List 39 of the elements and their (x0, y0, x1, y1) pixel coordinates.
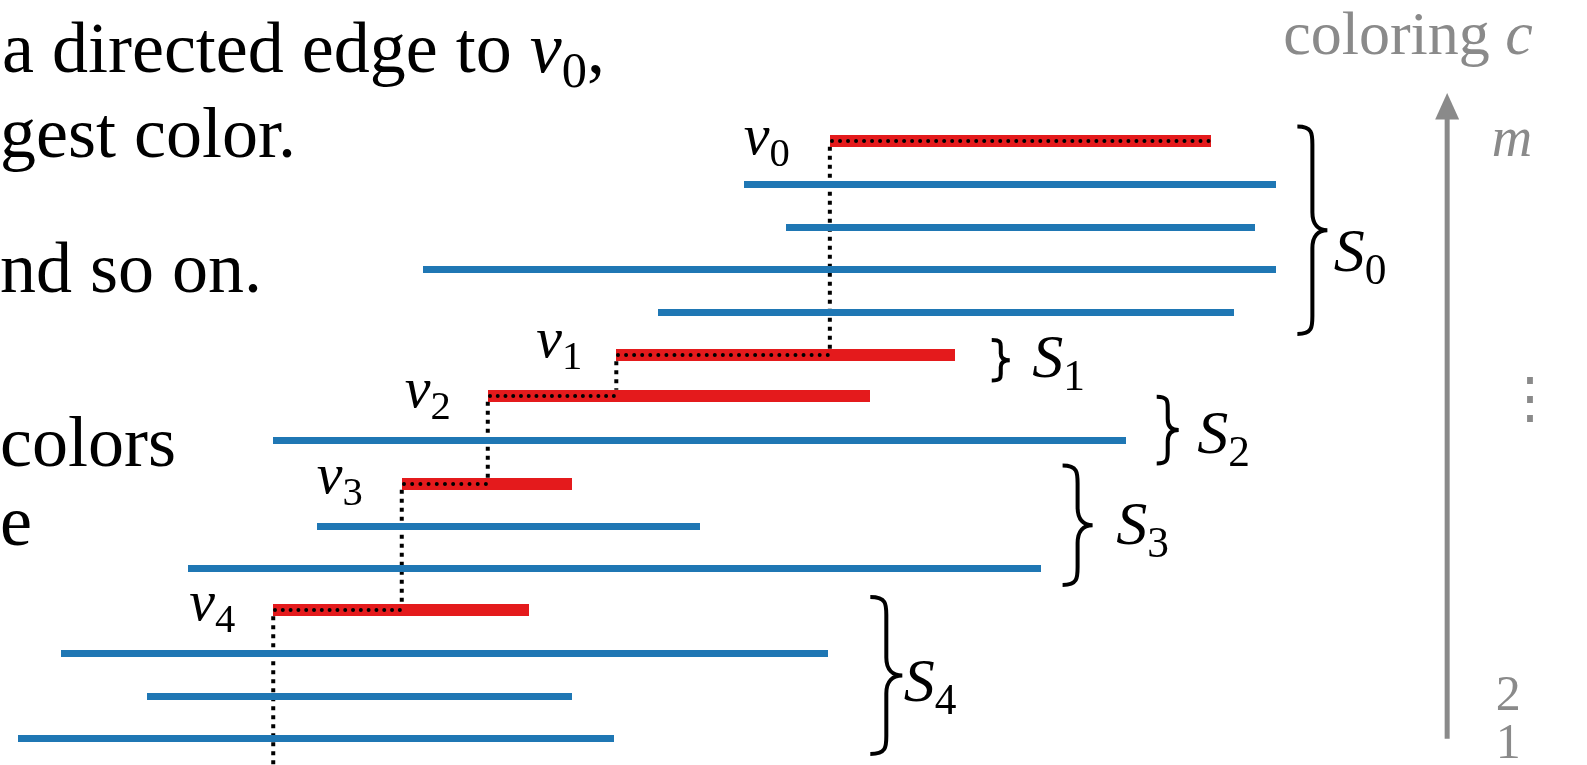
text-label: a directed edge to v$_{0}$, (2, 12, 605, 96)
interval-bar (657, 309, 1234, 317)
vertex-label: v$_{1}$ (536, 308, 583, 377)
interval-bar (487, 389, 871, 402)
dotted-connector (485, 401, 490, 478)
dotted-connector (614, 361, 619, 390)
text-label: colors (0, 405, 176, 478)
interval-bar (786, 224, 1255, 232)
text-label: S$_{2}$ (1197, 400, 1250, 474)
vertex-label: v$_{3}$ (316, 445, 363, 514)
text-label: nd so on. (0, 231, 263, 304)
interval-bar (273, 436, 1127, 444)
dotted-connector (271, 616, 276, 765)
interval-bar (188, 565, 1042, 573)
vertex-label: v$_{2}$ (404, 359, 451, 427)
vertex-label: v$_{0}$ (743, 106, 790, 174)
text-label: S$_{3}$ (1116, 491, 1169, 565)
text-label: 2 (1495, 667, 1521, 718)
interval-bar (423, 265, 1277, 273)
text-label: m (1491, 109, 1533, 166)
dotted-connector (827, 146, 832, 350)
interval-bar (60, 650, 828, 658)
interval-bar (743, 180, 1277, 188)
interval-bar (273, 604, 530, 617)
dotted-connector (399, 489, 404, 605)
interval-bar (18, 735, 615, 743)
interval-bar (146, 692, 572, 700)
text-label: S$_{4}$ (903, 648, 957, 722)
vertex-label: v$_{4}$ (189, 571, 236, 640)
text-label: e (0, 484, 32, 557)
interval-bar (316, 522, 701, 530)
interval-bar (401, 477, 572, 490)
interval-bar (829, 134, 1212, 147)
text-label: S$_{1}$ (1032, 324, 1085, 398)
interval-bar (616, 349, 956, 362)
text-label: 1 (1495, 716, 1521, 765)
text-label: gest color. (0, 97, 296, 170)
text-label: S$_{0}$ (1333, 218, 1387, 291)
text-label: ⋮ (1501, 370, 1558, 427)
